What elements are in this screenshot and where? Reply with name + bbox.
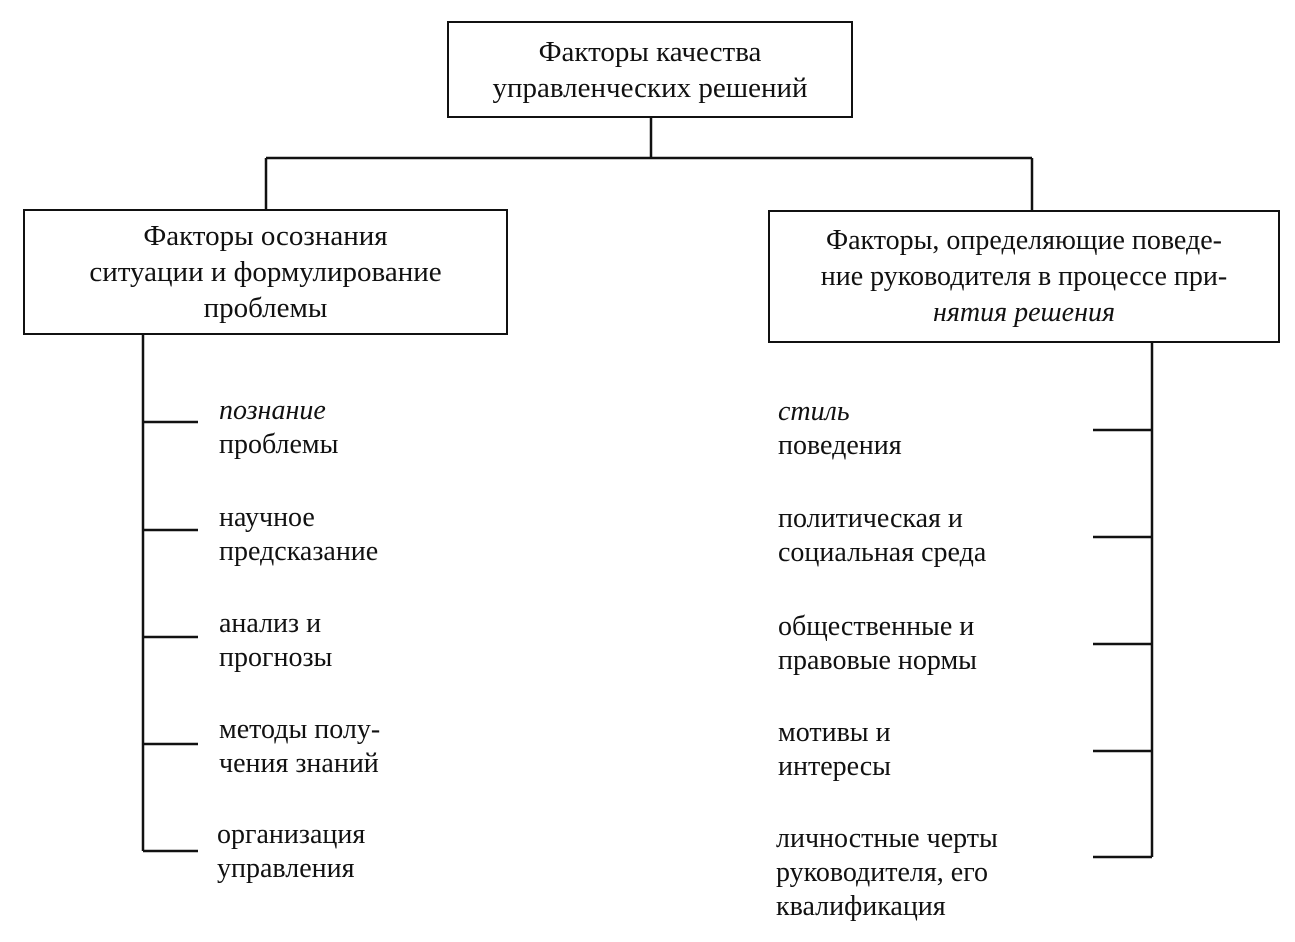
right-item-4-line-1: мотивы и bbox=[778, 717, 891, 748]
left-item-5-line-2: управления bbox=[217, 853, 355, 884]
right-item-5-line-3: квалификация bbox=[776, 891, 946, 922]
left-item-5-line-1: организация bbox=[217, 819, 366, 850]
right-box-line-3: нятия решения bbox=[932, 296, 1116, 328]
right-item-2: политическая и социальная среда bbox=[778, 502, 986, 570]
left-item-5: организация управления bbox=[217, 818, 365, 886]
left-item-2-line-2: предсказание bbox=[219, 536, 379, 567]
right-item-5-line-2: руководителя, его bbox=[776, 857, 988, 888]
left-item-3-line-2: прогнозы bbox=[219, 642, 333, 673]
right-factor-box: Факторы, определяющие поведе- ние руково… bbox=[768, 210, 1280, 343]
left-item-3: анализ и прогнозы bbox=[219, 607, 332, 675]
right-item-2-line-1: политическая и bbox=[778, 503, 963, 534]
left-box-line-3: проблемы bbox=[203, 292, 328, 324]
left-item-4-line-1: методы полу- bbox=[219, 714, 381, 745]
right-item-5: личностные черты руководителя, его квали… bbox=[776, 822, 998, 924]
right-item-1-line-1: стиль bbox=[778, 396, 850, 427]
left-item-4: методы полу- чения знаний bbox=[219, 713, 380, 781]
right-item-1-line-2: поведения bbox=[778, 430, 902, 461]
right-item-4-line-2: интересы bbox=[778, 751, 891, 782]
left-item-3-line-1: анализ и bbox=[219, 608, 322, 639]
root-line-2: управленческих решений bbox=[492, 71, 808, 104]
right-item-4: мотивы и интересы bbox=[778, 716, 891, 784]
right-item-1: стиль поведения bbox=[778, 395, 902, 463]
left-item-2: научное предсказание bbox=[219, 501, 378, 569]
left-box-line-2: ситуации и формулирование bbox=[89, 256, 442, 288]
right-item-2-line-2: социальная среда bbox=[778, 537, 987, 568]
right-item-5-line-1: личностные черты bbox=[776, 823, 998, 854]
left-factor-box: Факторы осознания ситуации и формулирова… bbox=[23, 209, 508, 335]
root-factor-box: Факторы качества управленческих решений bbox=[447, 21, 853, 118]
left-item-1: познание проблемы bbox=[219, 394, 338, 462]
right-box-line-1: Факторы, определяющие поведе- bbox=[825, 224, 1222, 256]
root-line-1: Факторы качества bbox=[538, 35, 762, 68]
left-item-4-line-2: чения знаний bbox=[219, 748, 379, 779]
right-item-3: общественные и правовые нормы bbox=[778, 610, 977, 678]
right-item-3-line-1: общественные и bbox=[778, 611, 975, 642]
left-item-2-line-1: научное bbox=[219, 502, 315, 533]
left-box-line-1: Факторы осознания bbox=[143, 220, 388, 252]
left-item-1-line-1: познание bbox=[219, 395, 326, 426]
right-item-3-line-2: правовые нормы bbox=[778, 645, 977, 676]
right-box-line-2: ние руководителя в процессе при- bbox=[820, 260, 1228, 292]
left-item-1-line-2: проблемы bbox=[219, 429, 339, 460]
